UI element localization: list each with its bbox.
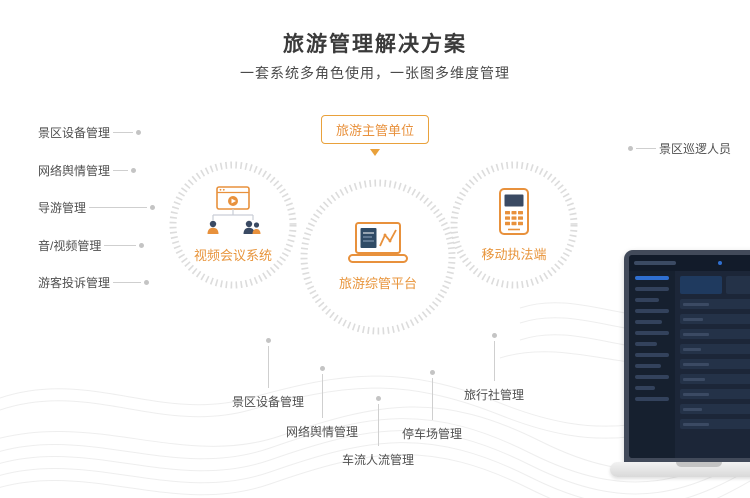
laptop-mockup	[610, 250, 750, 477]
bottom-label-text: 景区设备管理	[231, 395, 304, 409]
circle-label-mobile-terminal: 移动执法端	[481, 247, 547, 262]
arrow-down-icon	[370, 149, 380, 156]
left-label-item: 导游管理	[38, 199, 156, 216]
circle-tourism-platform: 旅游综管平台	[296, 175, 460, 339]
left-label-item: 网络舆情管理	[38, 162, 137, 179]
connector-dot	[144, 280, 150, 285]
laptop-screen	[624, 250, 750, 462]
dashboard-screenshot	[629, 255, 750, 458]
connector-dot	[628, 146, 633, 151]
connector-line	[113, 282, 142, 283]
left-label-text: 音/视频管理	[38, 239, 102, 253]
bottom-label-item: 网络舆情管理	[272, 366, 372, 440]
bottom-label-item: 车流人流管理	[328, 396, 428, 468]
page-title: 旅游管理解决方案	[283, 33, 467, 56]
connector-dot	[150, 205, 156, 210]
right-label-text: 景区巡逻人员	[659, 142, 732, 156]
connector-line	[89, 207, 148, 208]
left-label-text: 网络舆情管理	[38, 164, 111, 178]
mobile-terminal-icon	[498, 188, 529, 235]
left-label-item: 音/视频管理	[38, 237, 145, 254]
authority-box: 旅游主管单位	[320, 115, 430, 144]
left-label-item: 景区设备管理	[38, 124, 142, 141]
bottom-label-text: 车流人流管理	[341, 453, 414, 467]
bottom-label-text: 停车场管理	[401, 427, 462, 441]
circle-label-video-conference: 视频会议系统	[193, 248, 272, 263]
left-label-text: 景区设备管理	[38, 126, 111, 140]
left-label-text: 游客投诉管理	[38, 276, 111, 290]
right-label-item: 景区巡逻人员	[628, 140, 731, 157]
tick-ring	[169, 161, 297, 289]
connector-dot	[139, 243, 145, 248]
bottom-label-item: 景区设备管理	[218, 338, 318, 410]
laptop-chart-icon	[347, 222, 408, 263]
circle-label-tourism-platform: 旅游综管平台	[338, 276, 417, 291]
connector-line	[636, 148, 656, 149]
dashboard-main	[675, 271, 750, 458]
left-label-text: 导游管理	[38, 201, 87, 215]
page-subtitle: 一套系统多角色使用，一张图多维度管理	[240, 65, 510, 81]
connector-line	[377, 404, 379, 446]
connector-line	[267, 346, 269, 388]
connector-line	[431, 378, 433, 420]
connector-dot	[131, 168, 137, 173]
connector-dot	[429, 370, 435, 375]
dashboard-topbar	[629, 255, 750, 271]
dashboard-sidebar	[629, 271, 675, 458]
connector-dot	[319, 366, 325, 371]
bottom-label-item: 停车场管理	[382, 370, 482, 442]
circle-mobile-terminal: 移动执法端	[447, 158, 581, 292]
connector-dot	[491, 333, 497, 338]
left-label-item: 游客投诉管理	[38, 274, 150, 291]
connector-line	[321, 374, 323, 418]
video-conference-icon	[207, 186, 261, 234]
bottom-label-item: 旅行社管理	[444, 333, 544, 403]
bottom-label-text: 网络舆情管理	[285, 425, 358, 439]
connector-line	[493, 341, 495, 381]
connector-dot	[136, 130, 142, 135]
connector-line	[113, 132, 134, 133]
connector-dot	[375, 396, 381, 401]
bottom-label-text: 旅行社管理	[463, 388, 524, 402]
connector-line	[104, 245, 137, 246]
circle-video-conference: 视频会议系统	[166, 158, 300, 292]
connector-dot	[265, 338, 271, 343]
laptop-base	[610, 462, 750, 477]
connector-line	[113, 170, 129, 171]
